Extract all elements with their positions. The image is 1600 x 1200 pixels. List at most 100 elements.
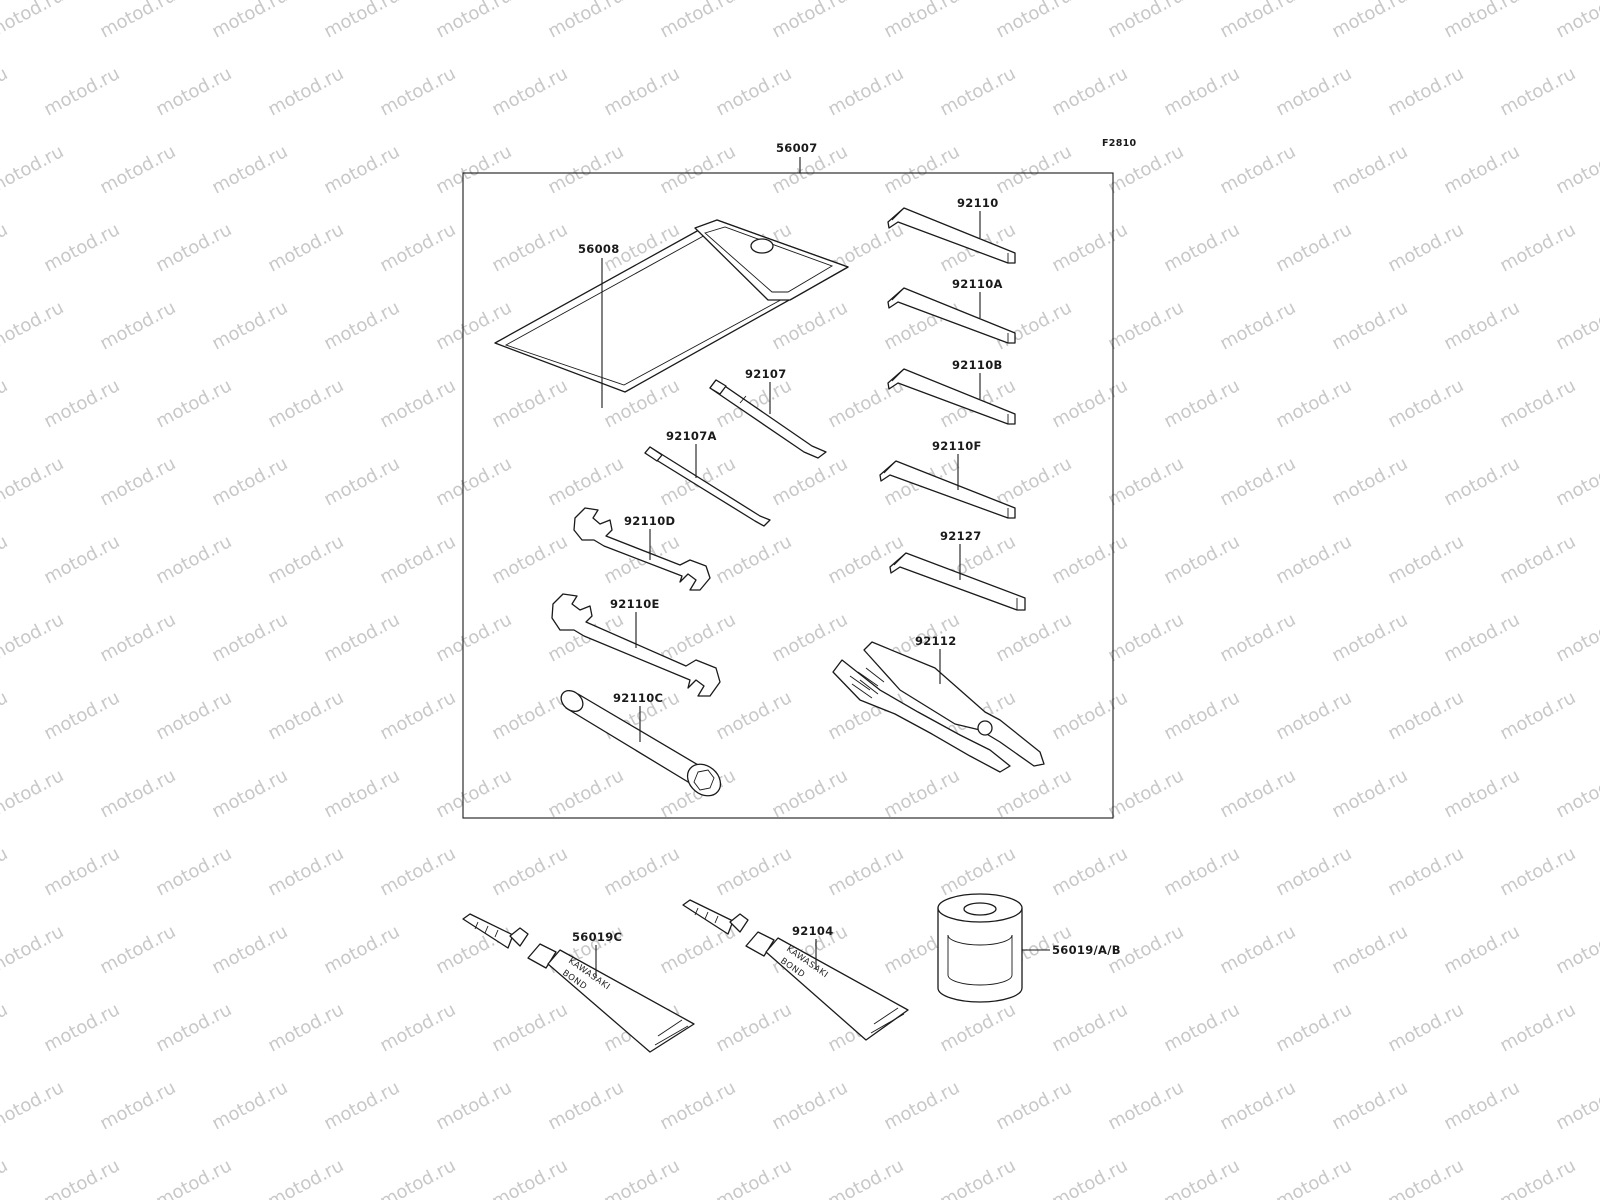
watermark-text: motod.ru xyxy=(1160,531,1243,588)
watermark-text: motod.ru xyxy=(1048,843,1131,900)
watermark-text: motod.ru xyxy=(1048,687,1131,744)
watermark-text: motod.ru xyxy=(880,765,963,822)
watermark-text: motod.ru xyxy=(824,63,907,120)
watermark-text: motod.ru xyxy=(1160,999,1243,1056)
hex-key-92110f[interactable] xyxy=(879,460,1016,519)
watermark-text: motod.ru xyxy=(0,0,67,42)
wrench-92110d[interactable] xyxy=(573,507,711,591)
watermark-text: motod.ru xyxy=(1552,765,1600,822)
watermark-text: motod.ru xyxy=(1104,453,1187,510)
watermark-text: motod.ru xyxy=(544,141,627,198)
watermark-text: motod.ru xyxy=(1104,609,1187,666)
watermark-text: motod.ru xyxy=(1440,453,1523,510)
watermark-text: motod.ru xyxy=(1496,999,1579,1056)
hex-key-92127-label[interactable]: 92127 xyxy=(940,529,982,543)
watermark-text: motod.ru xyxy=(152,63,235,120)
watermark-text: motod.ru xyxy=(1272,999,1355,1056)
watermark-text: motod.ru xyxy=(152,843,235,900)
screwdriver-92107a[interactable] xyxy=(644,446,771,527)
watermark-text: motod.ru xyxy=(1104,765,1187,822)
bond-tube-56019c-label[interactable]: 56019C xyxy=(572,930,622,944)
canister-56019ab-label[interactable]: 56019/A/B xyxy=(1052,943,1121,957)
wrench-92110d-label[interactable]: 92110D xyxy=(624,514,675,528)
watermark-text: motod.ru xyxy=(96,609,179,666)
watermark-text: motod.ru xyxy=(1328,141,1411,198)
hex-key-92110f-label[interactable]: 92110F xyxy=(932,439,982,453)
watermark-text: motod.ru xyxy=(1328,765,1411,822)
watermark-text: motod.ru xyxy=(656,1077,739,1134)
pouch-label[interactable]: 56008 xyxy=(578,242,620,256)
watermark-text: motod.ru xyxy=(264,1155,347,1200)
watermark-text: motod.ru xyxy=(0,921,67,978)
watermark-text: motod.ru xyxy=(0,63,11,120)
watermark-text: motod.ru xyxy=(992,297,1075,354)
watermark-text: motod.ru xyxy=(824,843,907,900)
watermark-text: motod.ru xyxy=(96,297,179,354)
watermark-text: motod.ru xyxy=(1384,843,1467,900)
box-spanner-92110c-label[interactable]: 92110C xyxy=(613,691,663,705)
screwdriver-92107a-label[interactable]: 92107A xyxy=(666,429,717,443)
watermark-text: motod.ru xyxy=(208,453,291,510)
pliers-92112[interactable] xyxy=(832,641,1045,773)
watermark-text: motod.ru xyxy=(376,843,459,900)
hex-key-92110a[interactable] xyxy=(887,287,1016,344)
watermark-text: motod.ru xyxy=(1496,531,1579,588)
screwdriver-92107[interactable] xyxy=(709,379,827,459)
tool-pouch[interactable] xyxy=(494,219,849,393)
watermark-text: motod.ru xyxy=(40,63,123,120)
hex-key-92110-label[interactable]: 92110 xyxy=(957,196,999,210)
watermark-text: motod.ru xyxy=(376,999,459,1056)
watermark-text: motod.ru xyxy=(768,1077,851,1134)
watermark-text: motod.ru xyxy=(152,531,235,588)
watermark-text: motod.ru xyxy=(264,843,347,900)
watermark-text: motod.ru xyxy=(488,999,571,1056)
watermark-text: motod.ru xyxy=(712,375,795,432)
watermark-text: motod.ru xyxy=(432,765,515,822)
watermark-text: motod.ru xyxy=(152,219,235,276)
hex-key-92110b[interactable] xyxy=(887,368,1016,425)
hex-key-92110[interactable] xyxy=(887,207,1016,264)
watermark-text: motod.ru xyxy=(96,765,179,822)
watermark-text: motod.ru xyxy=(1496,375,1579,432)
watermark-text: motod.ru xyxy=(1160,375,1243,432)
watermark-text: motod.ru xyxy=(264,531,347,588)
hex-key-92110a-label[interactable]: 92110A xyxy=(952,277,1003,291)
pliers-92112-label[interactable]: 92112 xyxy=(915,634,957,648)
watermark-text: motod.ru xyxy=(208,609,291,666)
kit-label[interactable]: 56007 xyxy=(776,141,818,155)
screwdriver-92107-label[interactable]: 92107 xyxy=(745,367,787,381)
watermark-text: motod.ru xyxy=(1104,0,1187,42)
watermark-text: motod.ru xyxy=(1440,141,1523,198)
watermark-text: motod.ru xyxy=(264,63,347,120)
watermark-text: motod.ru xyxy=(992,1077,1075,1134)
watermark-text: motod.ru xyxy=(488,219,571,276)
watermark-text: motod.ru xyxy=(936,1155,1019,1200)
watermark-text: motod.ru xyxy=(712,1155,795,1200)
hex-key-92110b-label[interactable]: 92110B xyxy=(952,358,1003,372)
watermark-text: motod.ru xyxy=(0,1077,67,1134)
watermark-text: motod.ru xyxy=(768,453,851,510)
watermark-text: motod.ru xyxy=(712,687,795,744)
watermark-text: motod.ru xyxy=(1440,765,1523,822)
watermark-text: motod.ru xyxy=(320,0,403,42)
canister-56019ab[interactable] xyxy=(937,893,1023,1003)
watermark-text: motod.ru xyxy=(376,219,459,276)
box-spanner-92110c[interactable] xyxy=(557,686,727,802)
watermark-text: motod.ru xyxy=(376,375,459,432)
watermark-text: motod.ru xyxy=(320,921,403,978)
bond-tube-92104[interactable]: KAWASAKI BOND xyxy=(682,899,909,1041)
wrench-92110e-label[interactable]: 92110E xyxy=(610,597,660,611)
bond-tube-92104-label[interactable]: 92104 xyxy=(792,924,834,938)
watermark-text: motod.ru xyxy=(320,1077,403,1134)
watermark-text: motod.ru xyxy=(1552,0,1600,42)
watermark-text: motod.ru xyxy=(1328,921,1411,978)
watermark-text: motod.ru xyxy=(712,531,795,588)
watermark-text: motod.ru xyxy=(320,141,403,198)
watermark-text: motod.ru xyxy=(376,63,459,120)
watermark-text: motod.ru xyxy=(0,453,67,510)
watermark-text: motod.ru xyxy=(208,765,291,822)
watermark-text: motod.ru xyxy=(936,999,1019,1056)
hex-key-92127[interactable] xyxy=(889,552,1026,611)
watermark-text: motod.ru xyxy=(1384,63,1467,120)
